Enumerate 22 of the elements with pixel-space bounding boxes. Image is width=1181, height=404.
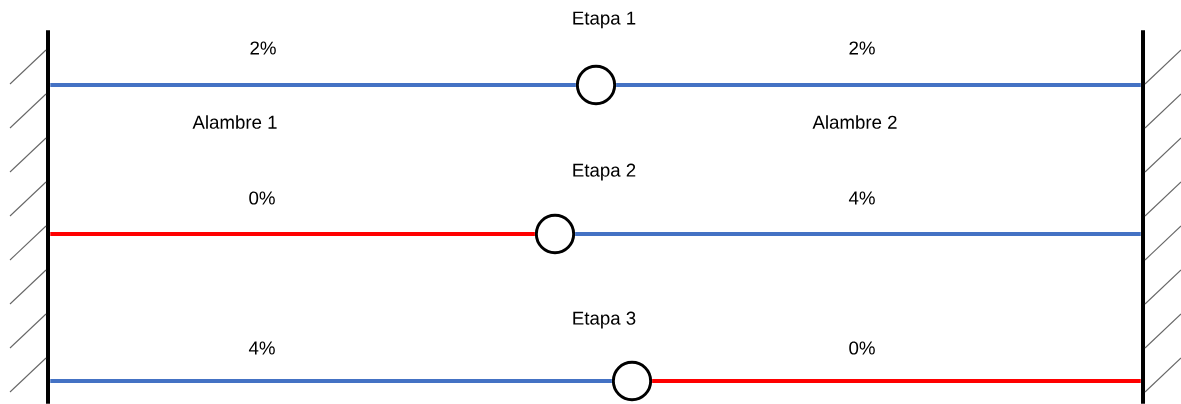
edge-label: 4%	[847, 190, 877, 206]
wire-line	[50, 232, 535, 236]
stage-label: Etapa 3	[573, 311, 636, 329]
edge-label: 0%	[247, 190, 277, 206]
wire-line	[50, 379, 612, 383]
edge-label: 4%	[247, 340, 277, 356]
wire-line	[616, 83, 1141, 87]
stage-label: Etapa 1	[573, 11, 636, 29]
edge-label: 0%	[847, 340, 877, 356]
joint-circle	[611, 360, 653, 402]
wire-label: Alambre 2	[812, 115, 897, 129]
wire-line	[652, 379, 1141, 383]
wall-drawing	[1141, 30, 1181, 404]
edge-label: 2%	[847, 40, 877, 56]
wire-line	[575, 232, 1141, 236]
stage-label: Etapa 2	[573, 163, 636, 181]
joint-circle	[534, 213, 576, 255]
edge-label: 2%	[248, 40, 278, 56]
wire-label: Alambre 1	[192, 115, 277, 129]
joint-circle	[575, 64, 617, 106]
wall-drawing	[9, 30, 50, 404]
wire-line	[50, 83, 576, 87]
